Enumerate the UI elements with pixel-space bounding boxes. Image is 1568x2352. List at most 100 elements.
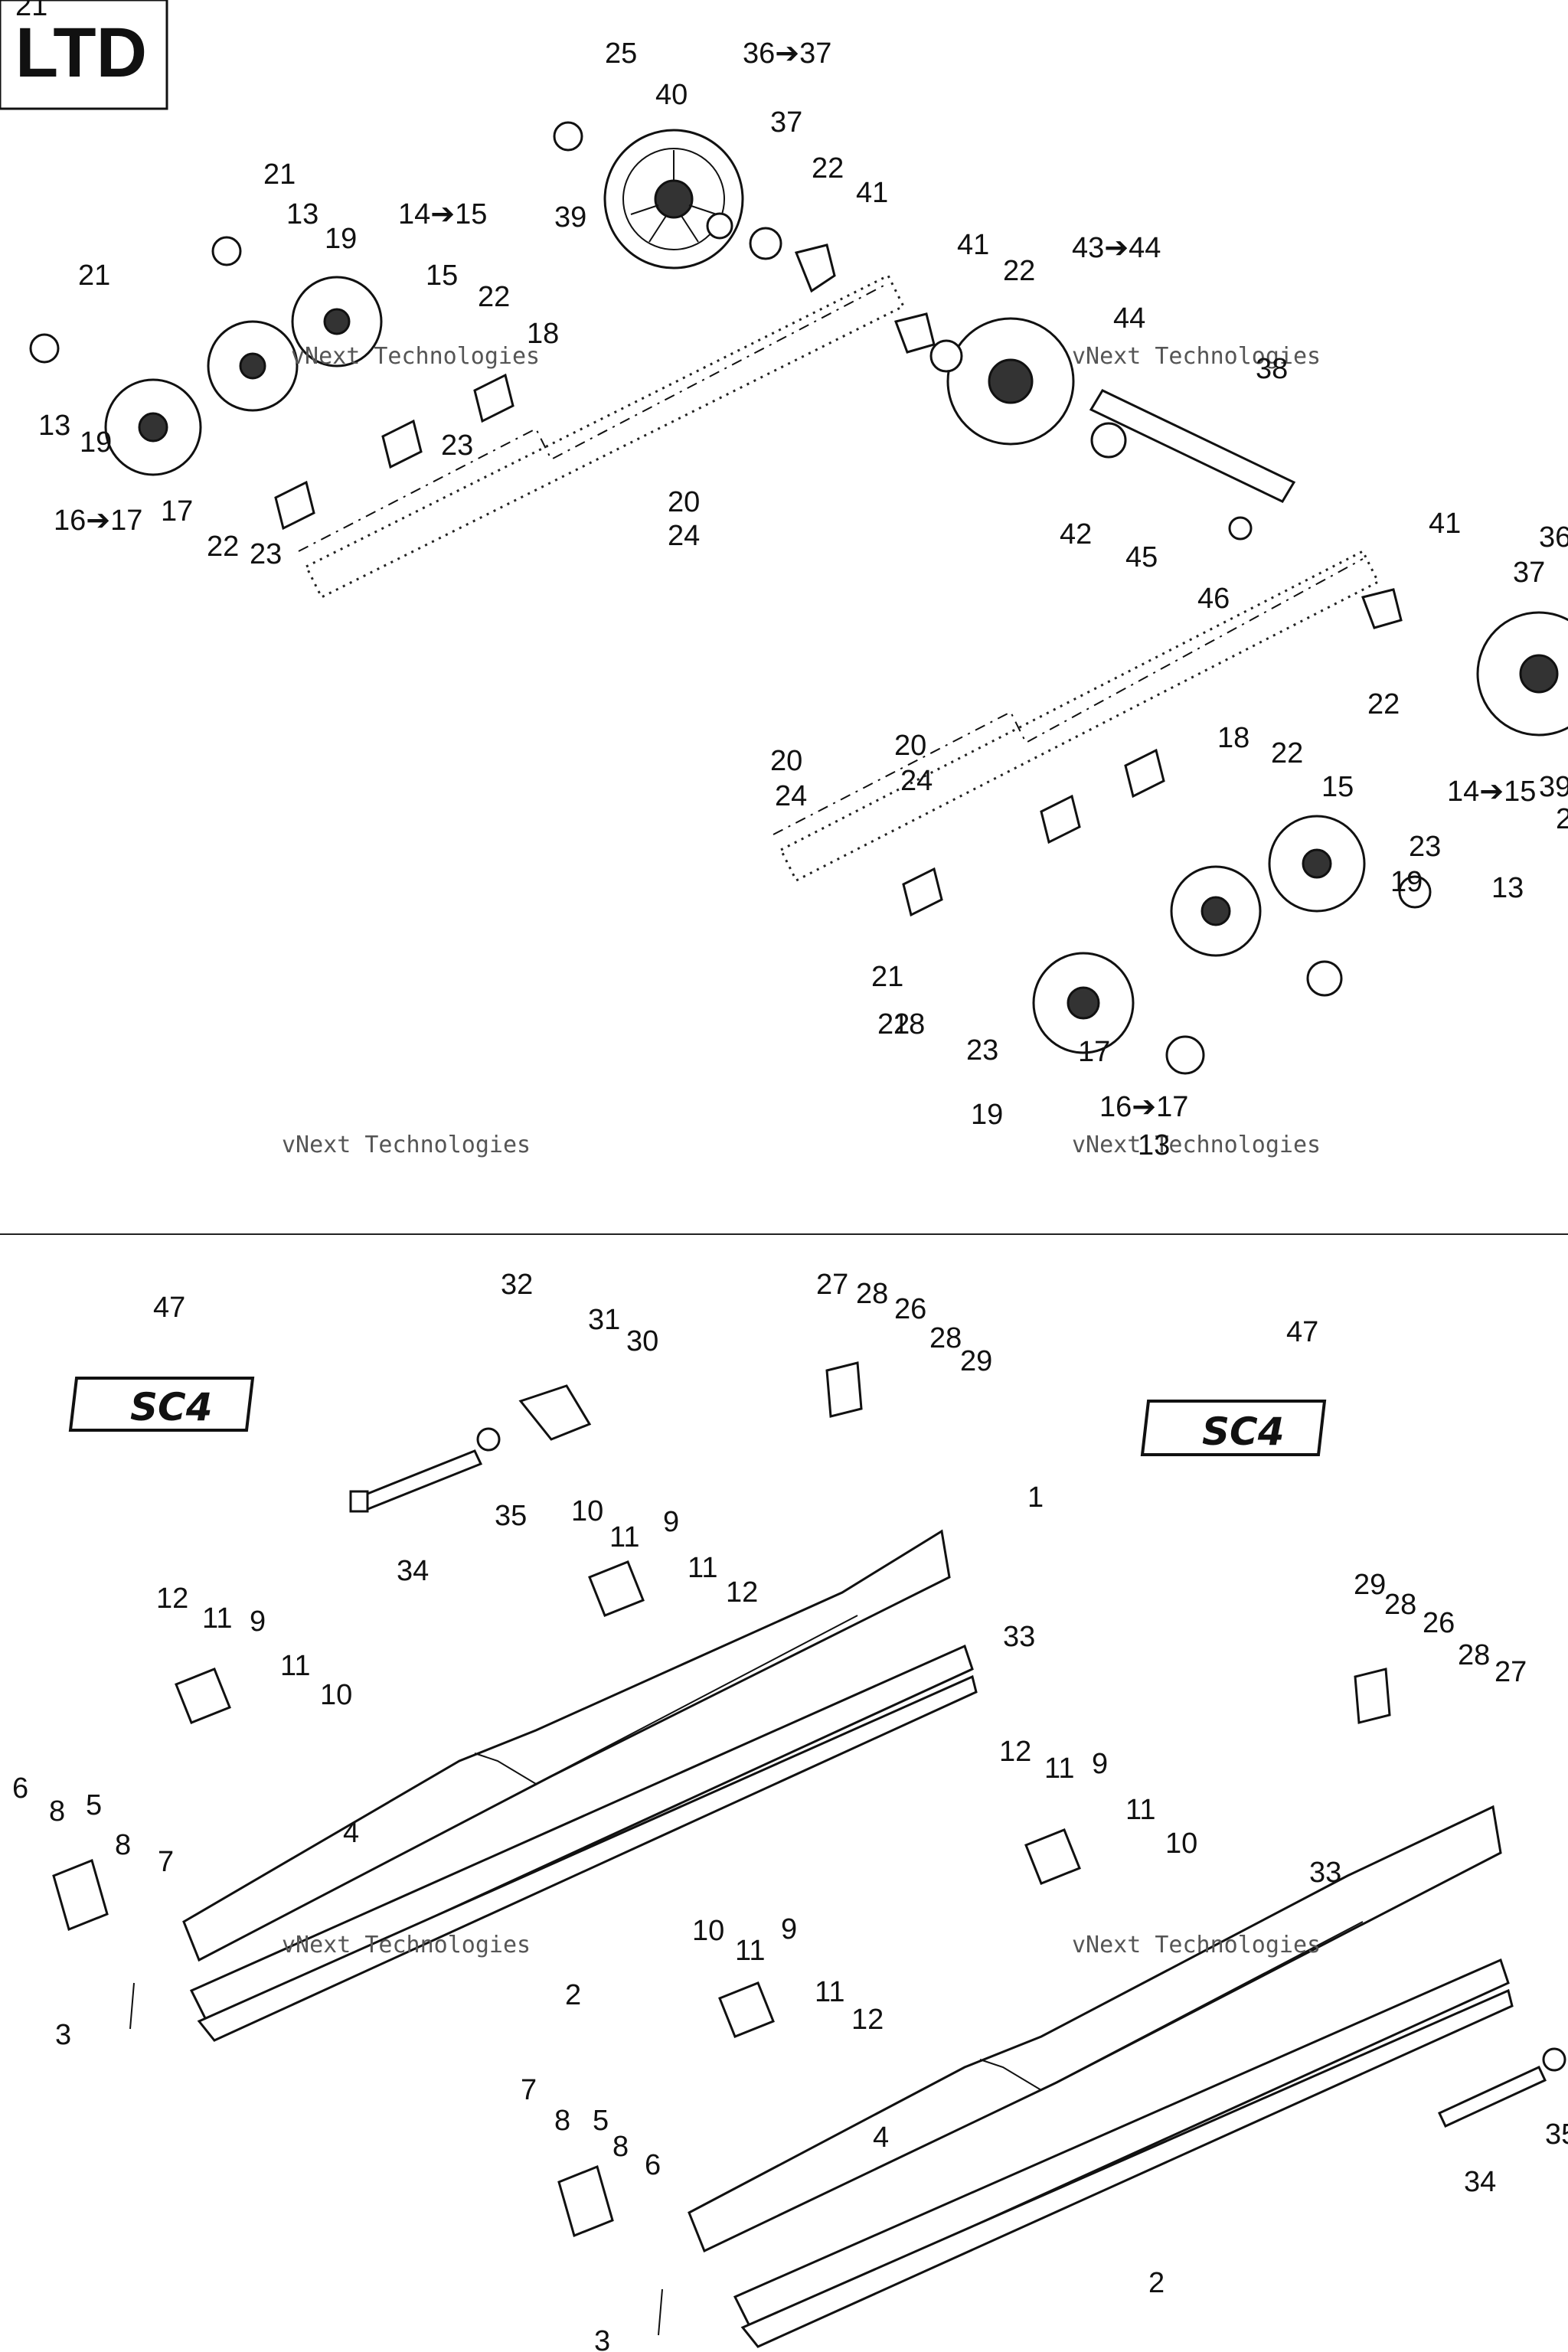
- cap-21-left: [29, 333, 60, 364]
- screw-3-left: [129, 1982, 135, 2030]
- bottom-callout-48: 12: [851, 2004, 884, 2036]
- top-callout-35: 37: [1513, 557, 1545, 589]
- variant-badge: LTD: [15, 14, 147, 92]
- bottom-callout-42: 3: [55, 2019, 71, 2051]
- cap-21-right-mid: [1306, 960, 1343, 997]
- top-callout-18: 16➔17: [54, 505, 142, 537]
- left-rail-frame-outline: [298, 283, 889, 552]
- top-callout-16: 13: [38, 410, 70, 442]
- idler-wheel-center: [946, 317, 1075, 446]
- seal-ring-25: [553, 121, 583, 152]
- bottom-callout-18: 12: [726, 1576, 758, 1609]
- bottom-callout-33: 8: [115, 1829, 131, 1861]
- cap-21-right: [1398, 875, 1432, 909]
- tip-cover-5-left: [52, 1858, 109, 1932]
- axle-end-41-center: [894, 312, 936, 354]
- watermark-left-top: vNext Technologies: [291, 343, 540, 370]
- top-callout-14: 18: [527, 318, 559, 350]
- crossbar-bolt-34-left: [358, 1449, 483, 1511]
- top-callout-28: 44: [1113, 302, 1145, 335]
- top-callout-50: 21: [871, 961, 903, 993]
- top-callout-10: 19: [325, 223, 357, 255]
- top-callout-23: 20: [668, 486, 700, 518]
- bottom-callout-39: 11: [1125, 1794, 1155, 1826]
- idler-wheel-left-front: [104, 378, 202, 476]
- top-callout-34: 36: [1539, 521, 1568, 554]
- top-callout-4: 39: [554, 201, 586, 234]
- bottom-callout-53: 6: [645, 2149, 661, 2181]
- variant-badge-frame: [0, 0, 168, 110]
- top-callout-8: 21: [263, 158, 296, 191]
- bottom-callout-56: 34: [1464, 2166, 1496, 2198]
- bottom-callout-46: 9: [781, 1913, 797, 1945]
- bottom-callout-58: 3: [594, 2325, 610, 2352]
- top-callout-55: 19: [971, 1099, 1003, 1131]
- top-callout-41: 20: [894, 730, 926, 762]
- top-callout-49: 13: [1491, 872, 1524, 904]
- top-callout-9: 13: [286, 198, 318, 230]
- runner-right: [733, 1958, 1510, 2329]
- bottom-callout-38: 9: [1092, 1748, 1108, 1780]
- bottom-callout-23: 11: [280, 1650, 310, 1682]
- runner-left-lower: [197, 1674, 978, 2042]
- decal-right-text: SC4: [1202, 1410, 1285, 1454]
- top-callout-47: 23: [1409, 831, 1441, 863]
- bracket-30: [518, 1384, 592, 1441]
- top-callout-54: 17: [1078, 1036, 1110, 1068]
- axle-end-41-top: [794, 243, 836, 293]
- top-callout-53: 23: [966, 1034, 998, 1067]
- bottom-callout-2: 32: [501, 1269, 533, 1301]
- nut-35-right: [1542, 2047, 1566, 2072]
- top-callout-20: 22: [207, 531, 239, 563]
- top-callout-30: 42: [1060, 518, 1092, 550]
- bottom-callout-29: 27: [1494, 1656, 1527, 1688]
- watermark-left-bottom: vNext Technologies: [282, 1932, 531, 1958]
- slider-block-18-right-2: [902, 867, 943, 917]
- bottom-callout-3: 31: [588, 1304, 620, 1336]
- bottom-callout-50: 8: [554, 2105, 570, 2137]
- slider-block-23-right: [1040, 794, 1081, 844]
- top-callout-19: 17: [161, 495, 193, 528]
- svg-text:vNext Technologies: vNext Technologies: [282, 1932, 531, 1958]
- top-callout-56: 16➔17: [1099, 1091, 1188, 1123]
- top-callout-40: 24: [775, 780, 807, 812]
- idler-wheel-right-top: [1476, 611, 1568, 737]
- slider-block-23-left: [274, 480, 315, 531]
- bottom-callout-15: 11: [609, 1521, 639, 1553]
- idler-wheel-left-mid: [207, 320, 299, 412]
- top-callout-42: 24: [900, 765, 933, 797]
- bottom-callout-22: 9: [250, 1606, 266, 1638]
- idler-wheel-large-top: [603, 129, 744, 270]
- top-callout-11: 14➔15: [398, 198, 487, 230]
- top-callout-27: 43➔44: [1072, 232, 1161, 264]
- top-callout-2: 36➔37: [743, 38, 831, 70]
- slider-shoe-9-left-front: [175, 1668, 231, 1724]
- bottom-callout-13: 34: [397, 1555, 429, 1587]
- bottom-callout-28: 28: [1458, 1639, 1490, 1671]
- bottom-callout-16: 9: [663, 1506, 679, 1538]
- top-callout-38: 2: [1556, 803, 1568, 835]
- bottom-assembly: SC4 SC4: [52, 1361, 1566, 2348]
- idler-wheel-right-front: [1032, 952, 1135, 1054]
- bottom-callout-4: 30: [626, 1325, 658, 1357]
- top-callout-52: 22: [877, 1008, 910, 1040]
- crossbar-bolt-34-right: [1437, 2066, 1547, 2128]
- bottom-callout-17: 11: [688, 1552, 717, 1584]
- bearing-37: [706, 212, 733, 240]
- slider-shoe-9-right-front: [718, 1981, 775, 2038]
- slide-rail-left: [182, 1529, 951, 1962]
- bottom-callout-34: 7: [158, 1846, 174, 1878]
- bottom-callout-44: 10: [692, 1915, 724, 1947]
- cap-21-left-upper: [211, 236, 242, 266]
- svg-text:vNext Technologies: vNext Technologies: [291, 343, 540, 370]
- top-callout-57: 13: [1138, 1129, 1170, 1161]
- watermark-right-bottom: vNext Technologies: [1072, 1932, 1321, 1958]
- top-callout-15: 21: [78, 260, 110, 292]
- bottom-callout-14: 10: [571, 1495, 603, 1527]
- watermark-left-mid: vNext Technologies: [282, 1132, 531, 1158]
- slider-block-23-left-2: [381, 419, 423, 469]
- bottom-callout-1: 47: [153, 1292, 185, 1324]
- top-callout-25: 41: [957, 229, 989, 261]
- idler-wheel-right-rear: [1268, 815, 1366, 913]
